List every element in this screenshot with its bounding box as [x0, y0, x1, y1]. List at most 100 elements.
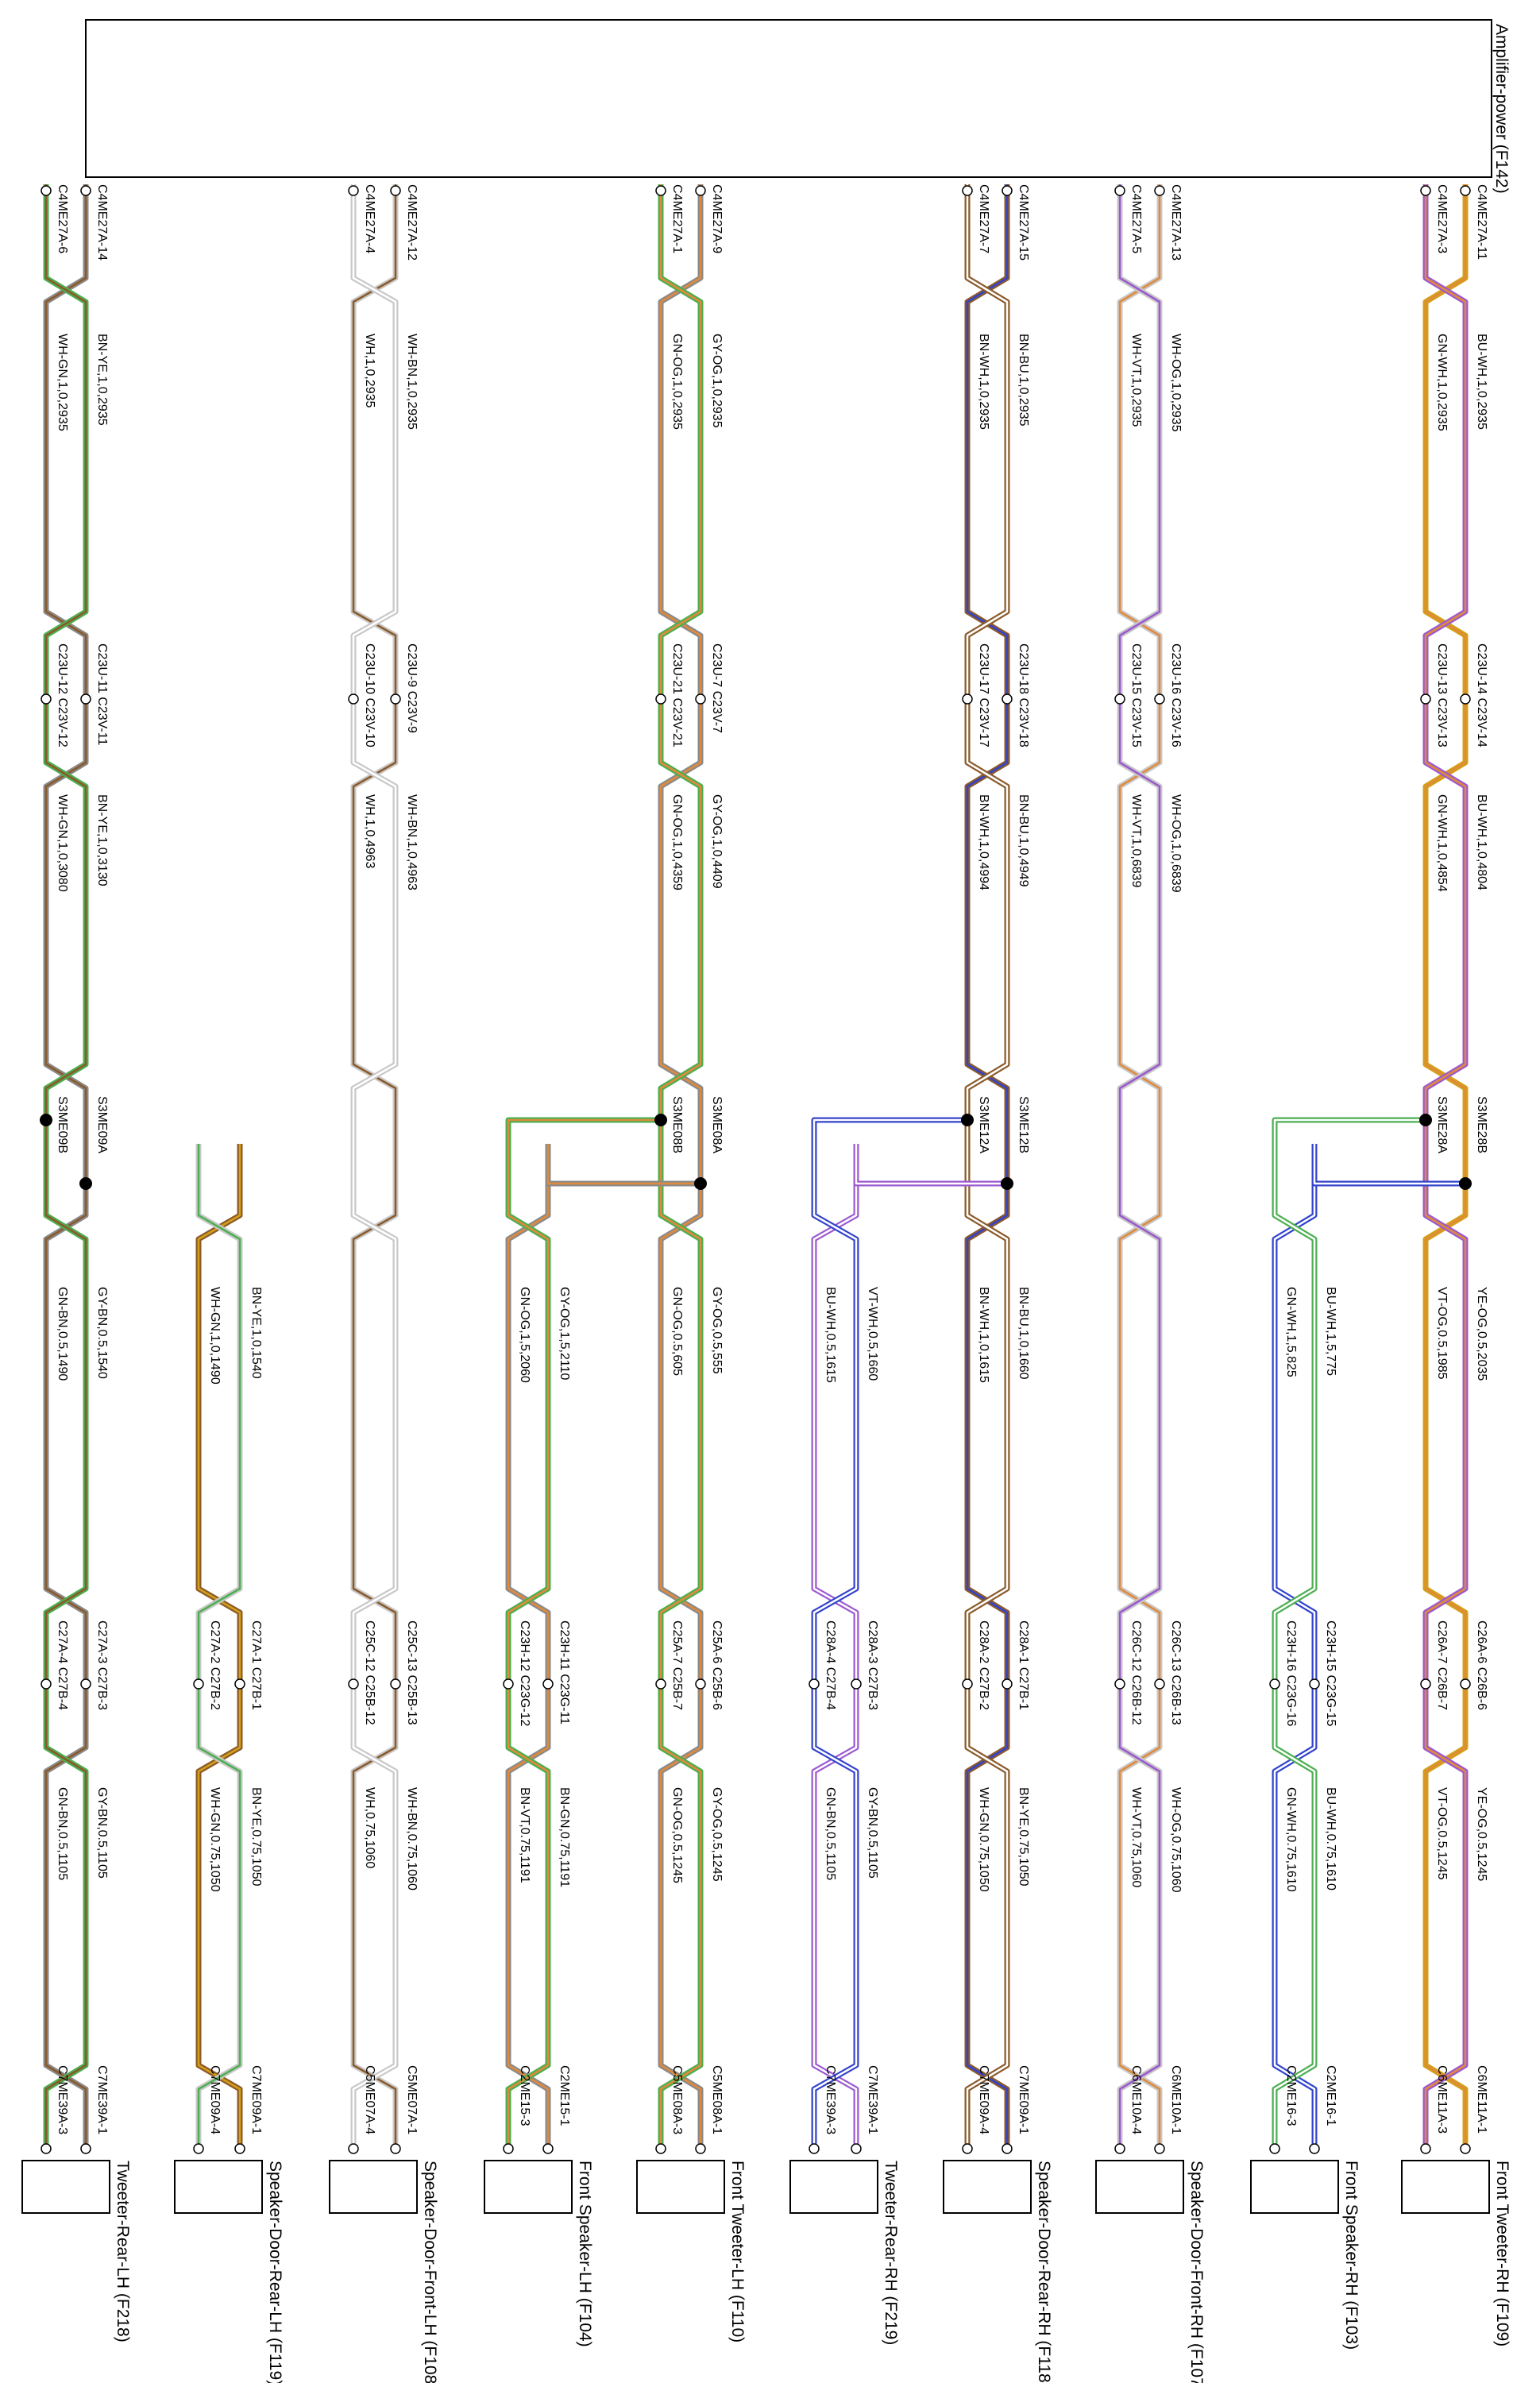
wire-vt-wh-rear-rh-inline-low-pin	[851, 1678, 862, 1690]
wire-gy-og-tw-lh-bot-label: GY-OG,0.5,1245	[710, 1787, 724, 1882]
wire-vt-og-tw-rh-inline-low-pin	[1420, 1678, 1431, 1690]
wire-bn-ye-rear-lh-inline-low-pin	[234, 1678, 245, 1690]
wire-wh-bn-front-lh-inline-mid-label: C23U-9 C23V-9	[405, 643, 419, 733]
wire-wh-og-front-rh-bot-label: WH-OG,0.75,1060	[1169, 1787, 1183, 1893]
wire-bn-bu-rear-rh-inline-low-label: C28A-1 C27B-1	[1017, 1620, 1030, 1710]
wire-bu-wh-rear-rh-inline-low-label: C28A-4 C27B-4	[824, 1620, 837, 1710]
wire-bn-wh-rear-rh-mid-label: BN-WH,1,0,4994	[977, 794, 990, 890]
wire-wh-og-front-rh-inline-low-label: C26C-13 C26B-13	[1169, 1620, 1183, 1725]
wire-ye-og-tw-rh-amp-pin-label: C4ME27A-11	[1475, 184, 1488, 260]
wire-bn-wh-rear-rh-inline-mid-label: C23U-17 C23V-17	[977, 643, 990, 747]
wire-bn-bu-rear-rh-low-label: BN-BU,1,0,1660	[1017, 1287, 1030, 1380]
wire-gn-og-tw-lh-stripe	[659, 184, 702, 2145]
wire-wh-vt-front-rh-amp-pin	[1114, 185, 1125, 196]
wire-gy-og-tw-lh-low-label: GY-OG,0.5,555	[710, 1287, 724, 1374]
wire-gn-og-tw-lh-splice-label: S3ME08B	[670, 1096, 684, 1153]
wire-gy-bn-mid-label: BN-YE,1,0,3130	[95, 794, 109, 886]
wire-bn-wh-rear-rh-top-label: BN-WH,1,0,2935	[977, 334, 990, 430]
wire-bn-wh-rear-rh-amp-pin-label: C4ME27A-7	[977, 184, 990, 253]
component-label: Tweeter-Rear-LH (F218)	[114, 2161, 132, 2342]
wire-gn-wh-spk-rh-end-pin	[1269, 2143, 1280, 2154]
wire-gn-og-tw-lh-inline-mid-pin	[655, 693, 666, 705]
component-box	[484, 2160, 573, 2214]
wire-ye-og-tw-rh-mid-label: BU-WH,1,0,4804	[1475, 794, 1488, 890]
wire-vt-og-tw-rh-bot-label: VT-OG,0.5,1245	[1435, 1787, 1449, 1880]
wire-vt-og-tw-rh-inline-mid-label: C23U-13 C23V-13	[1435, 643, 1449, 747]
wire-gy-og-tw-lh-inline-low-pin	[695, 1678, 706, 1690]
wire-gy-bn-low-label: GY-BN,0.5,1540	[95, 1287, 109, 1379]
wire-bn-wh-rear-rh-inline-low-pin	[962, 1678, 973, 1690]
wire-wh-vt-front-rh-end-pin	[1114, 2143, 1125, 2154]
wire-gn-bn-top-label: WH-GN,1,0,2935	[56, 334, 69, 431]
wire-gn-bn-stripe	[44, 184, 87, 2145]
wire-gn-og-tw-lh-amp-pin	[655, 185, 666, 196]
wire-wh-vt-front-rh-inline-mid-pin	[1114, 693, 1125, 705]
wire-gn-bn-inline-low-pin	[41, 1678, 52, 1690]
wire-wh-front-lh-inline-mid-label: C23U-10 C23V-10	[363, 643, 376, 747]
wire-gy-bn-amp-pin	[80, 185, 91, 196]
wire-gn-wh-spk-rh-bot-label: GN-WH,0.75,1610	[1284, 1787, 1298, 1892]
wire-gn-og-spk-lh-low-label: GN-OG,1,5,2060	[518, 1287, 531, 1383]
wire-bn-wh-rear-rh-splice-label: S3ME12A	[977, 1096, 990, 1153]
component-box	[21, 2160, 110, 2214]
wire-gn-bn-low-label: GN-BN,0.5,1490	[56, 1287, 69, 1381]
wire-bn-wh-rear-rh-low-label: BN-WH,1,0,1615	[977, 1287, 990, 1383]
wire-gn-og-tw-lh-mid-label: GN-OG,1,0,4359	[670, 794, 684, 890]
wire-gy-og-tw-lh-amp-pin	[695, 185, 706, 196]
component-label: Front Speaker-RH (F103)	[1342, 2161, 1361, 2350]
wire-ye-og-tw-rh-bot-label: YE-OG,0.5,1245	[1475, 1787, 1488, 1881]
wire-bn-wh-rear-rh-amp-pin	[962, 185, 973, 196]
wire-gn-og-spk-lh-inline-low-pin	[503, 1678, 514, 1690]
wire-vt-og-tw-rh-stripe	[1424, 184, 1467, 2145]
splice-dot	[1001, 1177, 1013, 1190]
wire-wh-bn-front-lh-top-label: WH-BN,1,0,2935	[405, 334, 419, 430]
wire-gn-og-spk-lh-end-pin-label: C2ME15-3	[518, 2065, 531, 2126]
branch-a-6-stripe	[812, 1118, 967, 1144]
wire-bu-wh-rear-rh-low-label: BU-WH,0.5,1615	[824, 1287, 837, 1383]
wire-gy-bn-splice-label: S3ME09A	[95, 1096, 109, 1153]
component-box	[943, 2160, 1032, 2214]
amplifier-box	[85, 19, 1492, 178]
wire-gn-bn-splice-label: S3ME09B	[56, 1096, 69, 1153]
wire-gn-og-spk-lh-bot-label: BN-VT,0.75,1191	[518, 1787, 531, 1883]
wire-wh-vt-front-rh-inline-low-pin	[1114, 1678, 1125, 1690]
wire-bn-ye-rear-lh-end-pin	[234, 2143, 245, 2154]
wire-vt-og-tw-rh-amp-pin-label: C4ME27A-3	[1435, 184, 1449, 253]
wire-gn-bn-inline-low-label: C27A-4 C27B-4	[56, 1620, 69, 1710]
wire-bu-wh-spk-rh-end-pin	[1309, 2143, 1320, 2154]
wire-ye-og-tw-rh-amp-pin	[1460, 185, 1471, 196]
wire-gn-bn-amp-pin	[41, 185, 52, 196]
wire-bu-wh-rear-rh-end-pin-label: C7ME39A-3	[824, 2065, 837, 2134]
wire-gn-og-spk-lh-end-pin	[503, 2143, 514, 2154]
wire-gn-og-tw-lh-end-pin-label: C5ME08A-3	[670, 2065, 684, 2134]
wire-gn-bn-amp-pin-label: C4ME27A-6	[56, 184, 69, 253]
wire-gn-bn-end-pin-label: C7ME39A-3	[56, 2065, 69, 2134]
wire-gn-bn-inline-mid-pin	[41, 693, 52, 705]
wire-gn-og-tw-lh-top-label: GN-OG,1,0,2935	[670, 334, 684, 430]
wire-wh-gn-rear-lh-inline-low-label: C27A-2 C27B-2	[208, 1620, 222, 1710]
wire-ye-og-tw-rh-inline-mid-pin	[1460, 693, 1471, 705]
wire-gy-og-tw-lh-inline-low-label: C25A-6 C25B-6	[710, 1620, 724, 1710]
branch-b-9-stripe	[1313, 1144, 1465, 1185]
wire-bn-bu-rear-rh-mid-label: BN-BU,1,0,4949	[1017, 794, 1030, 887]
wire-bn-bu-rear-rh-bot-label: BN-YE,0.75,1050	[1017, 1787, 1030, 1887]
wire-gy-og-tw-lh-splice-label: S3ME08A	[710, 1096, 724, 1153]
wire-vt-og-tw-rh-splice-label: S3ME28A	[1435, 1096, 1449, 1153]
wire-wh-bn-front-lh-end-pin	[390, 2143, 401, 2154]
wire-gn-og-tw-lh-low-label: GN-OG,0.5,605	[670, 1287, 684, 1376]
component-label: Front Tweeter-RH (F109)	[1493, 2161, 1511, 2346]
wire-wh-vt-front-rh-inline-low-label: C26C-12 C26B-12	[1129, 1620, 1143, 1725]
wire-gy-og-spk-lh-end-pin-label: C2ME15-1	[558, 2065, 571, 2126]
wire-gn-wh-spk-rh-end-pin-label: C2ME16-3	[1284, 2065, 1298, 2126]
component-label: Speaker-Door-Rear-RH (F118)	[1035, 2161, 1053, 2383]
wire-ye-og-tw-rh-stripe	[1424, 184, 1467, 2145]
wire-bn-wh-rear-rh-bot-label: WH-GN,0.75,1050	[977, 1787, 990, 1892]
wire-vt-og-tw-rh-end-pin	[1420, 2143, 1431, 2154]
wire-wh-bn-front-lh-end-pin-label: C5ME07A-1	[405, 2065, 419, 2134]
branch-a-9-stripe	[1273, 1118, 1426, 1144]
wire-gn-bn-bot-label: GN-BN,0.5,1105	[56, 1787, 69, 1880]
component-box	[329, 2160, 418, 2214]
wire-ye-og-tw-rh-inline-low-label: C26A-6 C26B-6	[1475, 1620, 1488, 1710]
wire-gy-bn-inline-mid-pin	[80, 693, 91, 705]
wire-wh-og-front-rh-inline-mid-label: C23U-16 C23V-16	[1169, 643, 1183, 747]
